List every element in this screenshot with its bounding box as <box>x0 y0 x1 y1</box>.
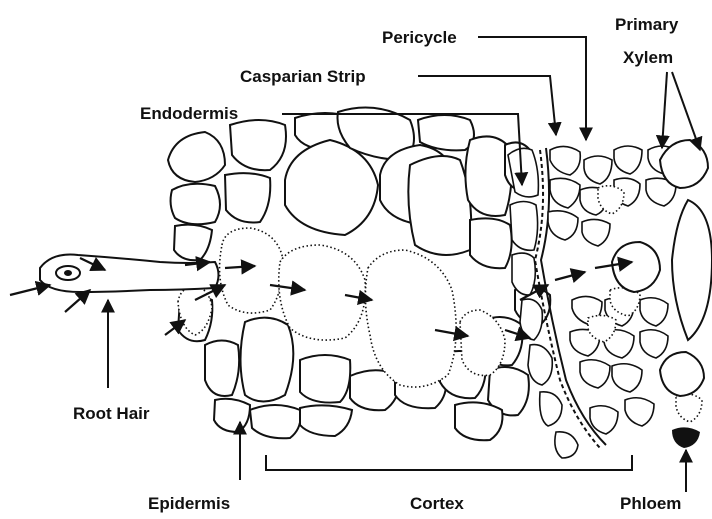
label-phloem: Phloem <box>620 494 681 513</box>
label-cortex: Cortex <box>410 494 464 513</box>
label-casparian-strip: Casparian Strip <box>240 67 366 86</box>
label-root-hair: Root Hair <box>73 404 150 423</box>
label-epidermis: Epidermis <box>148 494 230 513</box>
label-xylem: Xylem <box>623 48 673 67</box>
label-primary: Primary <box>615 15 679 34</box>
label-endodermis: Endodermis <box>140 104 238 123</box>
label-pericycle: Pericycle <box>382 28 457 47</box>
vascular-tissue <box>548 140 712 448</box>
